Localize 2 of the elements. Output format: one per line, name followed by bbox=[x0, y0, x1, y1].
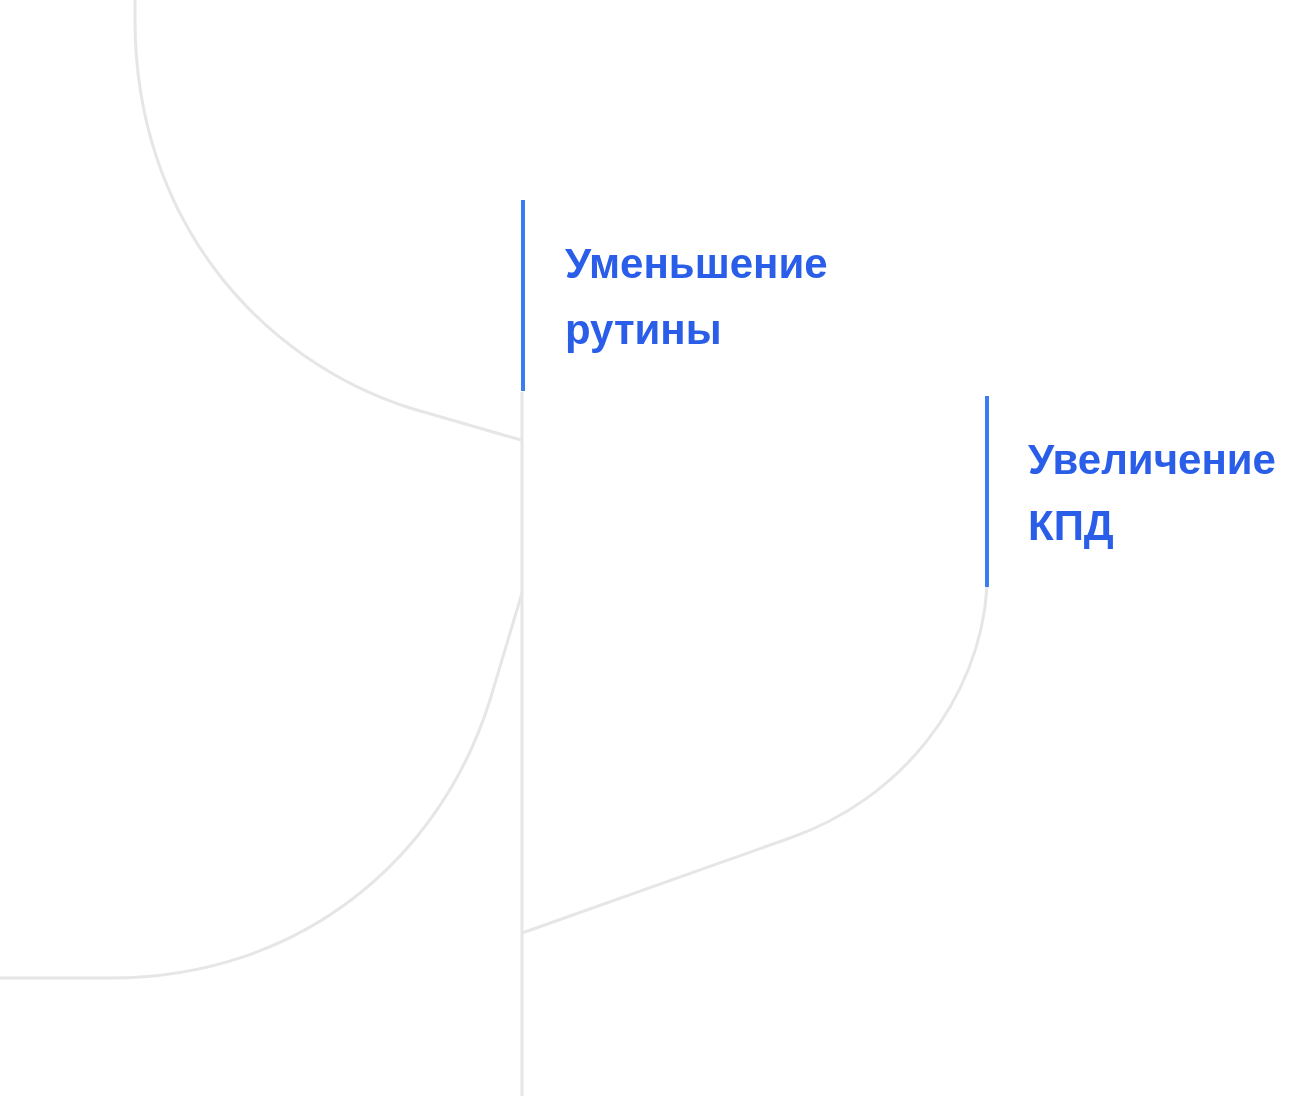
benefit-text: Уменьшение рутины bbox=[565, 239, 829, 355]
benefit-text: Увеличение КПД bbox=[1028, 435, 1277, 551]
